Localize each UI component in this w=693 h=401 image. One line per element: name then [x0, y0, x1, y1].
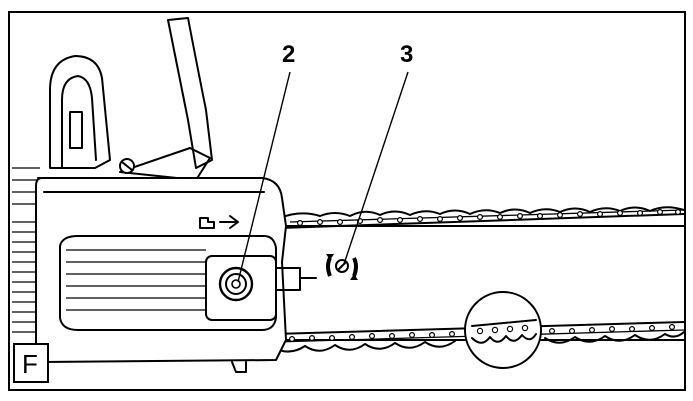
figure-frame [8, 11, 686, 391]
motor-fins [12, 167, 40, 333]
bar-nut [218, 266, 254, 302]
lower-chain [273, 321, 685, 353]
guide-bar [271, 206, 685, 369]
chain-detail-magnifier [464, 291, 542, 369]
callout-2: 2 [282, 41, 295, 68]
chain-direction-icon [199, 215, 239, 229]
hand-guard-lever [167, 17, 213, 169]
saw-body [12, 17, 317, 373]
callout-3-leader [343, 71, 409, 265]
callout-3: 3 [400, 41, 413, 68]
tension-rotate-icon [326, 254, 358, 280]
panel-label: F [22, 349, 38, 379]
panel-label-box [13, 343, 49, 383]
callout-2-leader [237, 71, 291, 283]
upper-chain [279, 206, 685, 229]
